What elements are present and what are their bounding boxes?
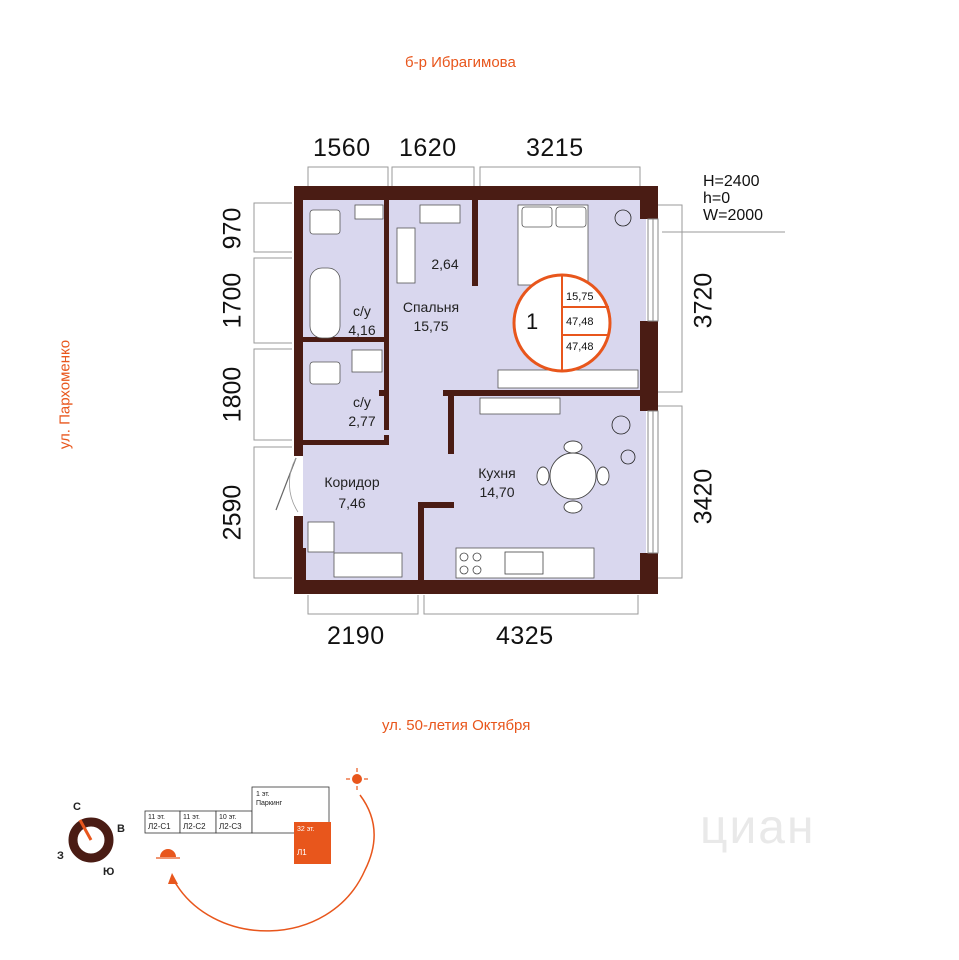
- dimension-top-3: 3215: [526, 134, 584, 162]
- parking-floors: 1 эт.: [256, 791, 270, 798]
- compass-west: З: [57, 850, 64, 862]
- room-storage: 2,64: [420, 255, 470, 274]
- dimension-bottom-1: 2190: [327, 622, 385, 650]
- window-sill: h=0: [703, 190, 731, 207]
- site-parking: 1 эт. Паркинг: [256, 790, 282, 808]
- block-name: Л2-С3: [219, 822, 242, 831]
- window-width: W=2000: [703, 207, 764, 224]
- block-name: Л2-С1: [148, 822, 171, 831]
- block-name: Л2-С2: [183, 822, 206, 831]
- tower-floors: 32 эт.: [297, 826, 315, 833]
- compass-north: С: [73, 801, 81, 813]
- badge-total-area: 47,48: [566, 316, 594, 328]
- room-area: 4,16: [348, 322, 376, 338]
- dimension-bottom-2: 4325: [496, 622, 554, 650]
- dimension-right-2: 3420: [689, 468, 718, 525]
- site-block-3: 10 эт. Л2-С3: [219, 813, 242, 831]
- dimension-top-2: 1620: [399, 134, 457, 162]
- site-block-1: 11 эт. Л2-С1: [148, 813, 171, 831]
- room-area: 2,77: [348, 413, 376, 429]
- room-name: с/у: [353, 303, 371, 319]
- room-name: Кухня: [478, 465, 516, 481]
- badge-rooms-count: 1: [526, 309, 539, 334]
- badge-total-area-2: 47,48: [566, 341, 594, 353]
- window-height: H=2400: [703, 173, 760, 190]
- badge-living-area: 15,75: [566, 291, 594, 303]
- room-kitchen: Кухня 14,70: [462, 464, 532, 502]
- room-area: 15,75: [413, 318, 449, 334]
- room-name: Спальня: [402, 299, 460, 315]
- street-left-label: ул. Пархоменко: [56, 339, 74, 450]
- block-floors: 11 эт.: [183, 814, 201, 821]
- dimension-top-1: 1560: [313, 134, 371, 162]
- compass-south: Ю: [103, 866, 115, 878]
- street-top-label: б-р Ибрагимова: [405, 54, 516, 71]
- site-tower: 32 эт. Л1: [297, 825, 315, 857]
- room-name: Коридор: [324, 474, 380, 490]
- room-bathroom-1: с/у 4,16: [340, 302, 384, 340]
- room-corridor: Коридор 7,46: [312, 473, 392, 513]
- block-floors: 11 эт.: [148, 814, 166, 821]
- room-bathroom-2: с/у 2,77: [340, 393, 384, 431]
- compass-east: В: [117, 823, 125, 835]
- street-bottom-label: ул. 50-летия Октября: [382, 717, 531, 734]
- watermark: циан: [700, 801, 816, 854]
- tower-name: Л1: [297, 848, 307, 857]
- room-area: 2,64: [431, 256, 459, 272]
- window-spec: H=2400 h=0 W=2000: [703, 173, 763, 224]
- dimension-left-3: 1800: [218, 366, 247, 423]
- dimension-left-4: 2590: [218, 484, 247, 541]
- room-area: 14,70: [479, 484, 515, 500]
- block-floors: 10 эт.: [219, 814, 237, 821]
- room-name: с/у: [353, 394, 371, 410]
- dimension-right-1: 3720: [689, 272, 718, 329]
- parking-name: Паркинг: [256, 800, 283, 807]
- site-block-2: 11 эт. Л2-С2: [183, 813, 206, 831]
- room-bedroom: Спальня 15,75: [390, 298, 472, 336]
- room-area: 7,46: [338, 495, 366, 511]
